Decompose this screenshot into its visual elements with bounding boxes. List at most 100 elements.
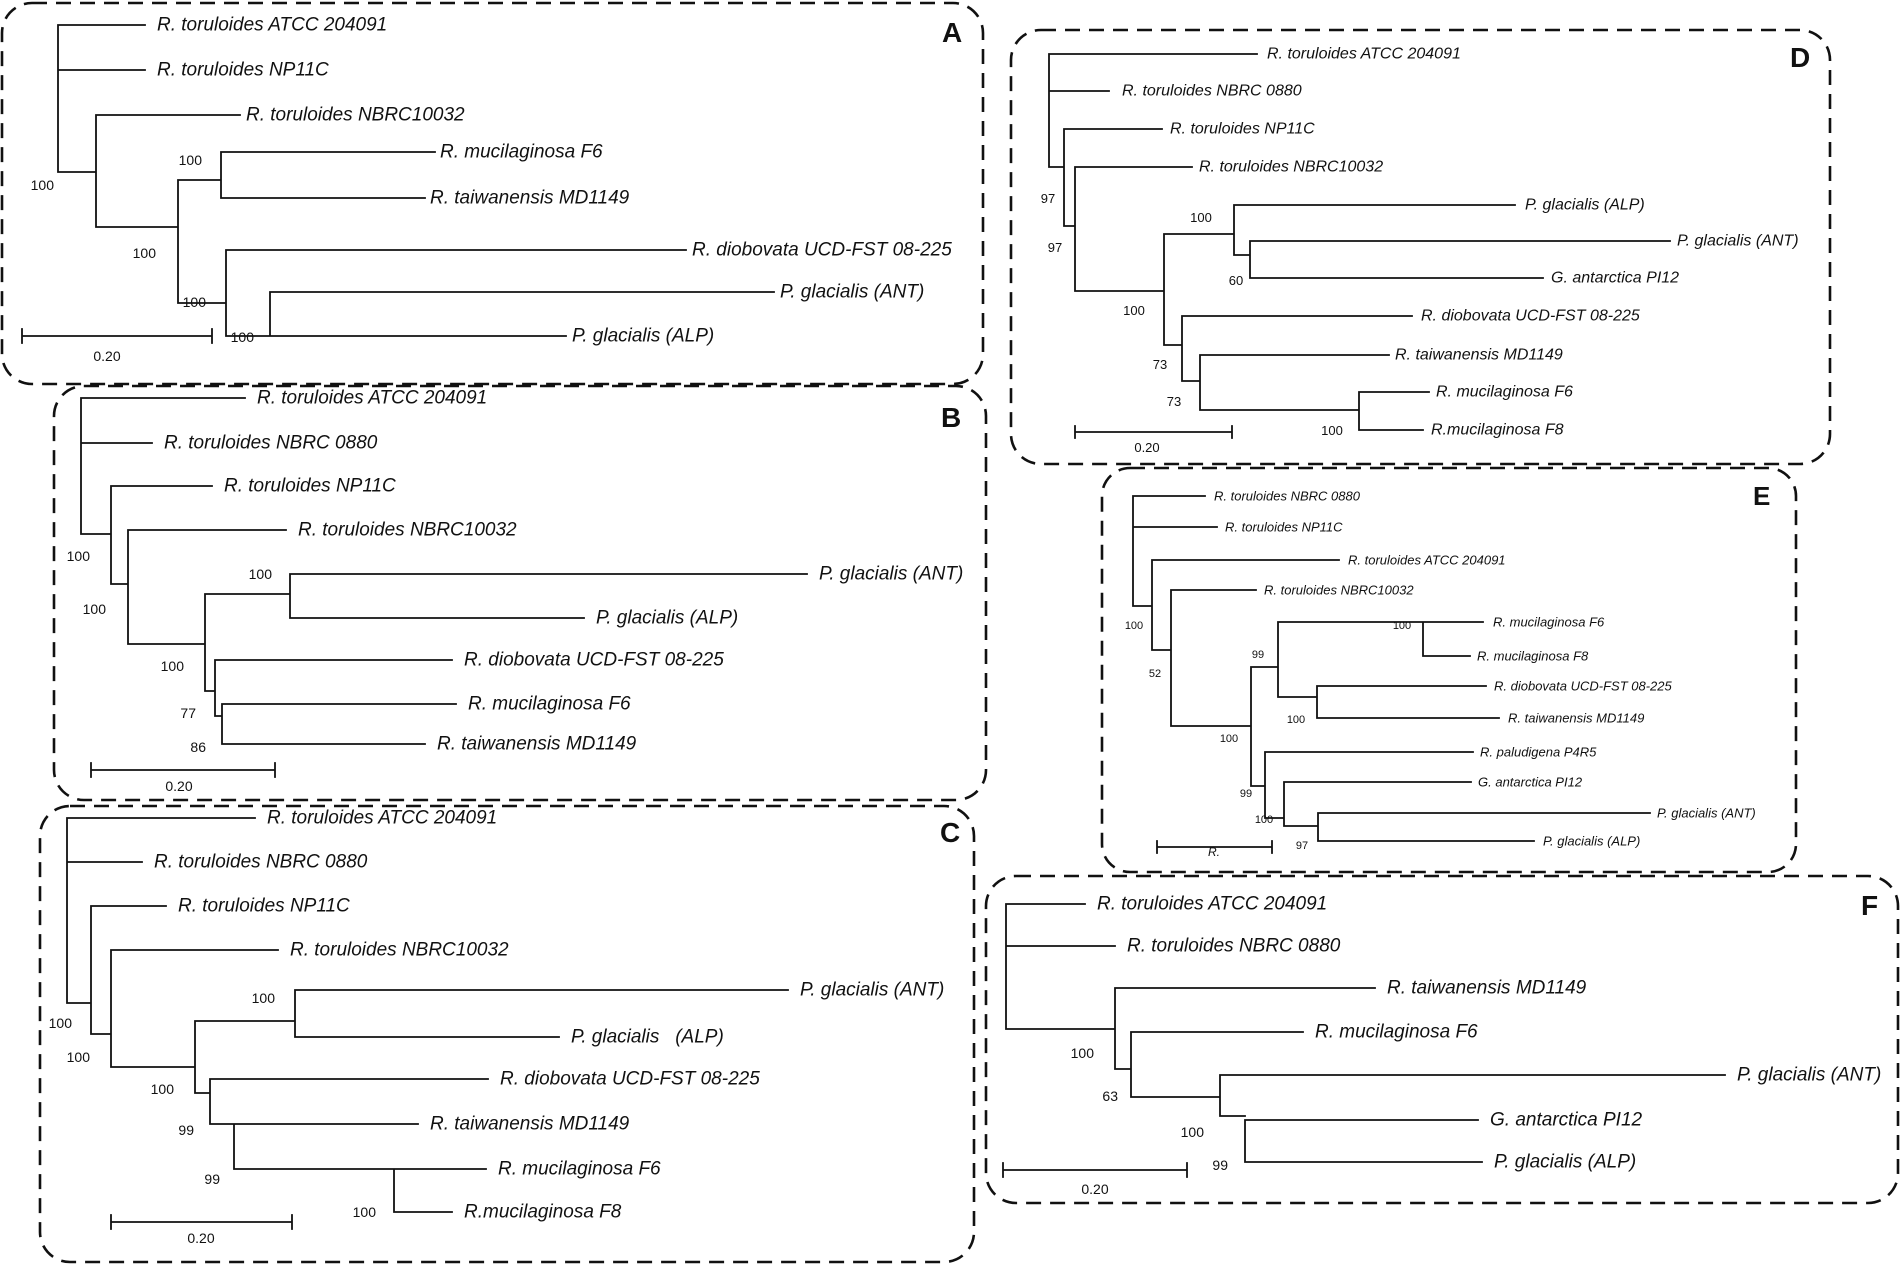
panel-e-support-3: 100 — [1393, 620, 1411, 632]
panel-e-taxon-4: R. toruloides NBRC10032 — [1264, 583, 1414, 598]
panel-c-support-7: 100 — [353, 1204, 377, 1220]
panel-b-taxon-9: R. taiwanensis MD1149 — [437, 734, 637, 755]
panel-b-scale-bar — [90, 762, 276, 778]
panel-b-support-5: 77 — [180, 705, 196, 721]
panel-b-taxon-3: R. toruloides NP11C — [224, 476, 396, 497]
panel-e-taxon-3: R. toruloides ATCC 204091 — [1348, 553, 1506, 568]
panel-c-scale-bar — [110, 1214, 293, 1230]
panel-e-tree — [1132, 495, 1651, 842]
panel-c-scale-label: 0.20 — [187, 1230, 214, 1246]
panel-d-tree — [1048, 53, 1671, 431]
panel-e-frame — [1100, 466, 1798, 874]
panel-e-taxon-10: G. antarctica PI12 — [1478, 775, 1583, 790]
panel-a-support-3: 100 — [179, 152, 203, 168]
panel-a-taxon-3: R. toruloides NBRC10032 — [246, 105, 465, 126]
panel-d: D R. toruloides ATCC 204091 R. toruloide… — [1009, 28, 1832, 466]
panel-e-taxon-12: P. glacialis (ALP) — [1543, 834, 1640, 849]
panel-e-support-2: 52 — [1149, 668, 1161, 680]
panel-e-taxon-6: R. mucilaginosa F8 — [1477, 649, 1589, 664]
panel-c-support-5: 99 — [178, 1122, 194, 1138]
panel-f-taxon-5: P. glacialis (ANT) — [1737, 1065, 1881, 1086]
panel-a-scale-label: 0.20 — [93, 348, 120, 364]
panel-d-taxon-7: G. antarctica PI12 — [1551, 270, 1679, 287]
panel-a: A R. toruloides ATCC 204091 R. toruloide… — [0, 1, 985, 386]
panel-f-support-4: 99 — [1212, 1157, 1228, 1173]
panel-b-frame — [52, 384, 988, 802]
panel-a-taxon-8: P. glacialis (ALP) — [572, 326, 714, 347]
panel-e: E R. toruloides NBRC 0880 R. toruloides … — [1100, 466, 1798, 874]
panel-c-support-6: 99 — [204, 1171, 220, 1187]
panel-e-taxon-8: R. taiwanensis MD1149 — [1508, 711, 1644, 726]
panel-b-support-3: 100 — [249, 566, 273, 582]
panel-b-taxon-8: R. mucilaginosa F6 — [468, 694, 631, 715]
panel-f-support-3: 100 — [1181, 1124, 1205, 1140]
panel-d-taxon-5: P. glacialis (ALP) — [1525, 197, 1645, 214]
panel-e-taxon-2: R. toruloides NP11C — [1225, 520, 1343, 535]
panel-e-support-5: 100 — [1287, 714, 1305, 726]
panel-c-taxon-6: P. glacialis (ALP) — [571, 1027, 724, 1048]
panel-d-taxon-1: R. toruloides ATCC 204091 — [1267, 46, 1461, 63]
panel-d-support-8: 100 — [1321, 423, 1343, 438]
panel-e-support-8: 100 — [1255, 814, 1273, 826]
panel-d-support-1: 97 — [1041, 191, 1055, 206]
panel-c-support-1: 100 — [49, 1015, 73, 1031]
panel-f-taxon-1: R. toruloides ATCC 204091 — [1097, 894, 1327, 915]
panel-e-taxon-1: R. toruloides NBRC 0880 — [1214, 489, 1361, 504]
panel-a-taxon-7: P. glacialis (ANT) — [780, 282, 924, 303]
panel-f-taxon-3: R. taiwanensis MD1149 — [1387, 978, 1587, 999]
panel-b-scale-label: 0.20 — [165, 778, 192, 794]
panel-d-support-7: 73 — [1167, 394, 1181, 409]
panel-a-scale-bar — [21, 328, 213, 344]
panel-f-taxon-2: R. toruloides NBRC 0880 — [1127, 936, 1341, 957]
panel-a-support-1: 100 — [31, 177, 55, 193]
panel-d-letter: D — [1790, 42, 1810, 73]
panel-b-support-6: 86 — [190, 739, 206, 755]
panel-f-taxon-4: R. mucilaginosa F6 — [1315, 1022, 1478, 1043]
panel-d-frame — [1009, 28, 1832, 466]
panel-d-taxon-2: R. toruloides NBRC 0880 — [1122, 83, 1302, 100]
panel-a-tree — [57, 24, 775, 337]
panel-d-support-6: 73 — [1153, 357, 1167, 372]
panel-a-support-2: 100 — [133, 245, 157, 261]
panel-b-taxon-7: R. diobovata UCD-FST 08-225 — [464, 650, 724, 671]
panel-e-taxon-9: R. paludigena P4R5 — [1480, 745, 1597, 760]
panel-d-taxon-11: R.mucilaginosa F8 — [1431, 422, 1564, 439]
panel-a-taxon-6: R. diobovata UCD-FST 08-225 — [692, 240, 952, 261]
panel-c-taxon-3: R. toruloides NP11C — [178, 896, 350, 917]
panel-c-taxon-10: R.mucilaginosa F8 — [464, 1202, 622, 1223]
panel-c-taxon-2: R. toruloides NBRC 0880 — [154, 852, 368, 873]
panel-d-support-5: 100 — [1123, 303, 1145, 318]
panel-f-tree — [1005, 903, 1726, 1163]
panel-c-support-3: 100 — [252, 990, 276, 1006]
panel-a-taxon-4: R. mucilaginosa F6 — [440, 142, 603, 163]
panel-e-taxon-11: P. glacialis (ANT) — [1657, 806, 1756, 821]
panel-d-taxon-3: R. toruloides NP11C — [1170, 121, 1315, 138]
panel-a-support-5: 100 — [231, 329, 255, 345]
panel-e-support-1: 100 — [1125, 620, 1143, 632]
panel-f-scale-label: 0.20 — [1081, 1181, 1108, 1197]
panel-b-taxon-5: P. glacialis (ANT) — [819, 564, 963, 585]
panel-b-taxon-4: R. toruloides NBRC10032 — [298, 520, 517, 541]
panel-e-scale-label: R. — [1208, 845, 1220, 859]
panel-c-letter: C — [940, 817, 960, 848]
panel-d-support-4: 60 — [1229, 273, 1243, 288]
panel-e-support-7: 99 — [1240, 788, 1252, 800]
panel-b-taxon-6: P. glacialis (ALP) — [596, 608, 738, 629]
panel-d-support-3: 100 — [1190, 210, 1212, 225]
panel-d-taxon-6: P. glacialis (ANT) — [1677, 233, 1799, 250]
panel-c-tree — [66, 817, 789, 1213]
panel-b-taxon-1: R. toruloides ATCC 204091 — [257, 388, 487, 409]
panel-c-taxon-4: R. toruloides NBRC10032 — [290, 940, 509, 961]
panel-a-support-4: 100 — [183, 294, 207, 310]
panel-b-taxon-2: R. toruloides NBRC 0880 — [164, 433, 378, 454]
panel-f-scale-bar — [1002, 1162, 1188, 1178]
panel-c-taxon-1: R. toruloides ATCC 204091 — [267, 808, 497, 829]
panel-c-support-2: 100 — [67, 1049, 91, 1065]
panel-b-support-4: 100 — [161, 658, 185, 674]
panel-d-scale-label: 0.20 — [1134, 440, 1159, 455]
panel-a-taxon-2: R. toruloides NP11C — [157, 60, 329, 81]
panel-d-scale-bar — [1074, 425, 1233, 439]
panel-c: C R. toruloides ATCC 204091 R. toruloide… — [38, 804, 976, 1264]
panel-c-taxon-5: P. glacialis (ANT) — [800, 980, 944, 1001]
